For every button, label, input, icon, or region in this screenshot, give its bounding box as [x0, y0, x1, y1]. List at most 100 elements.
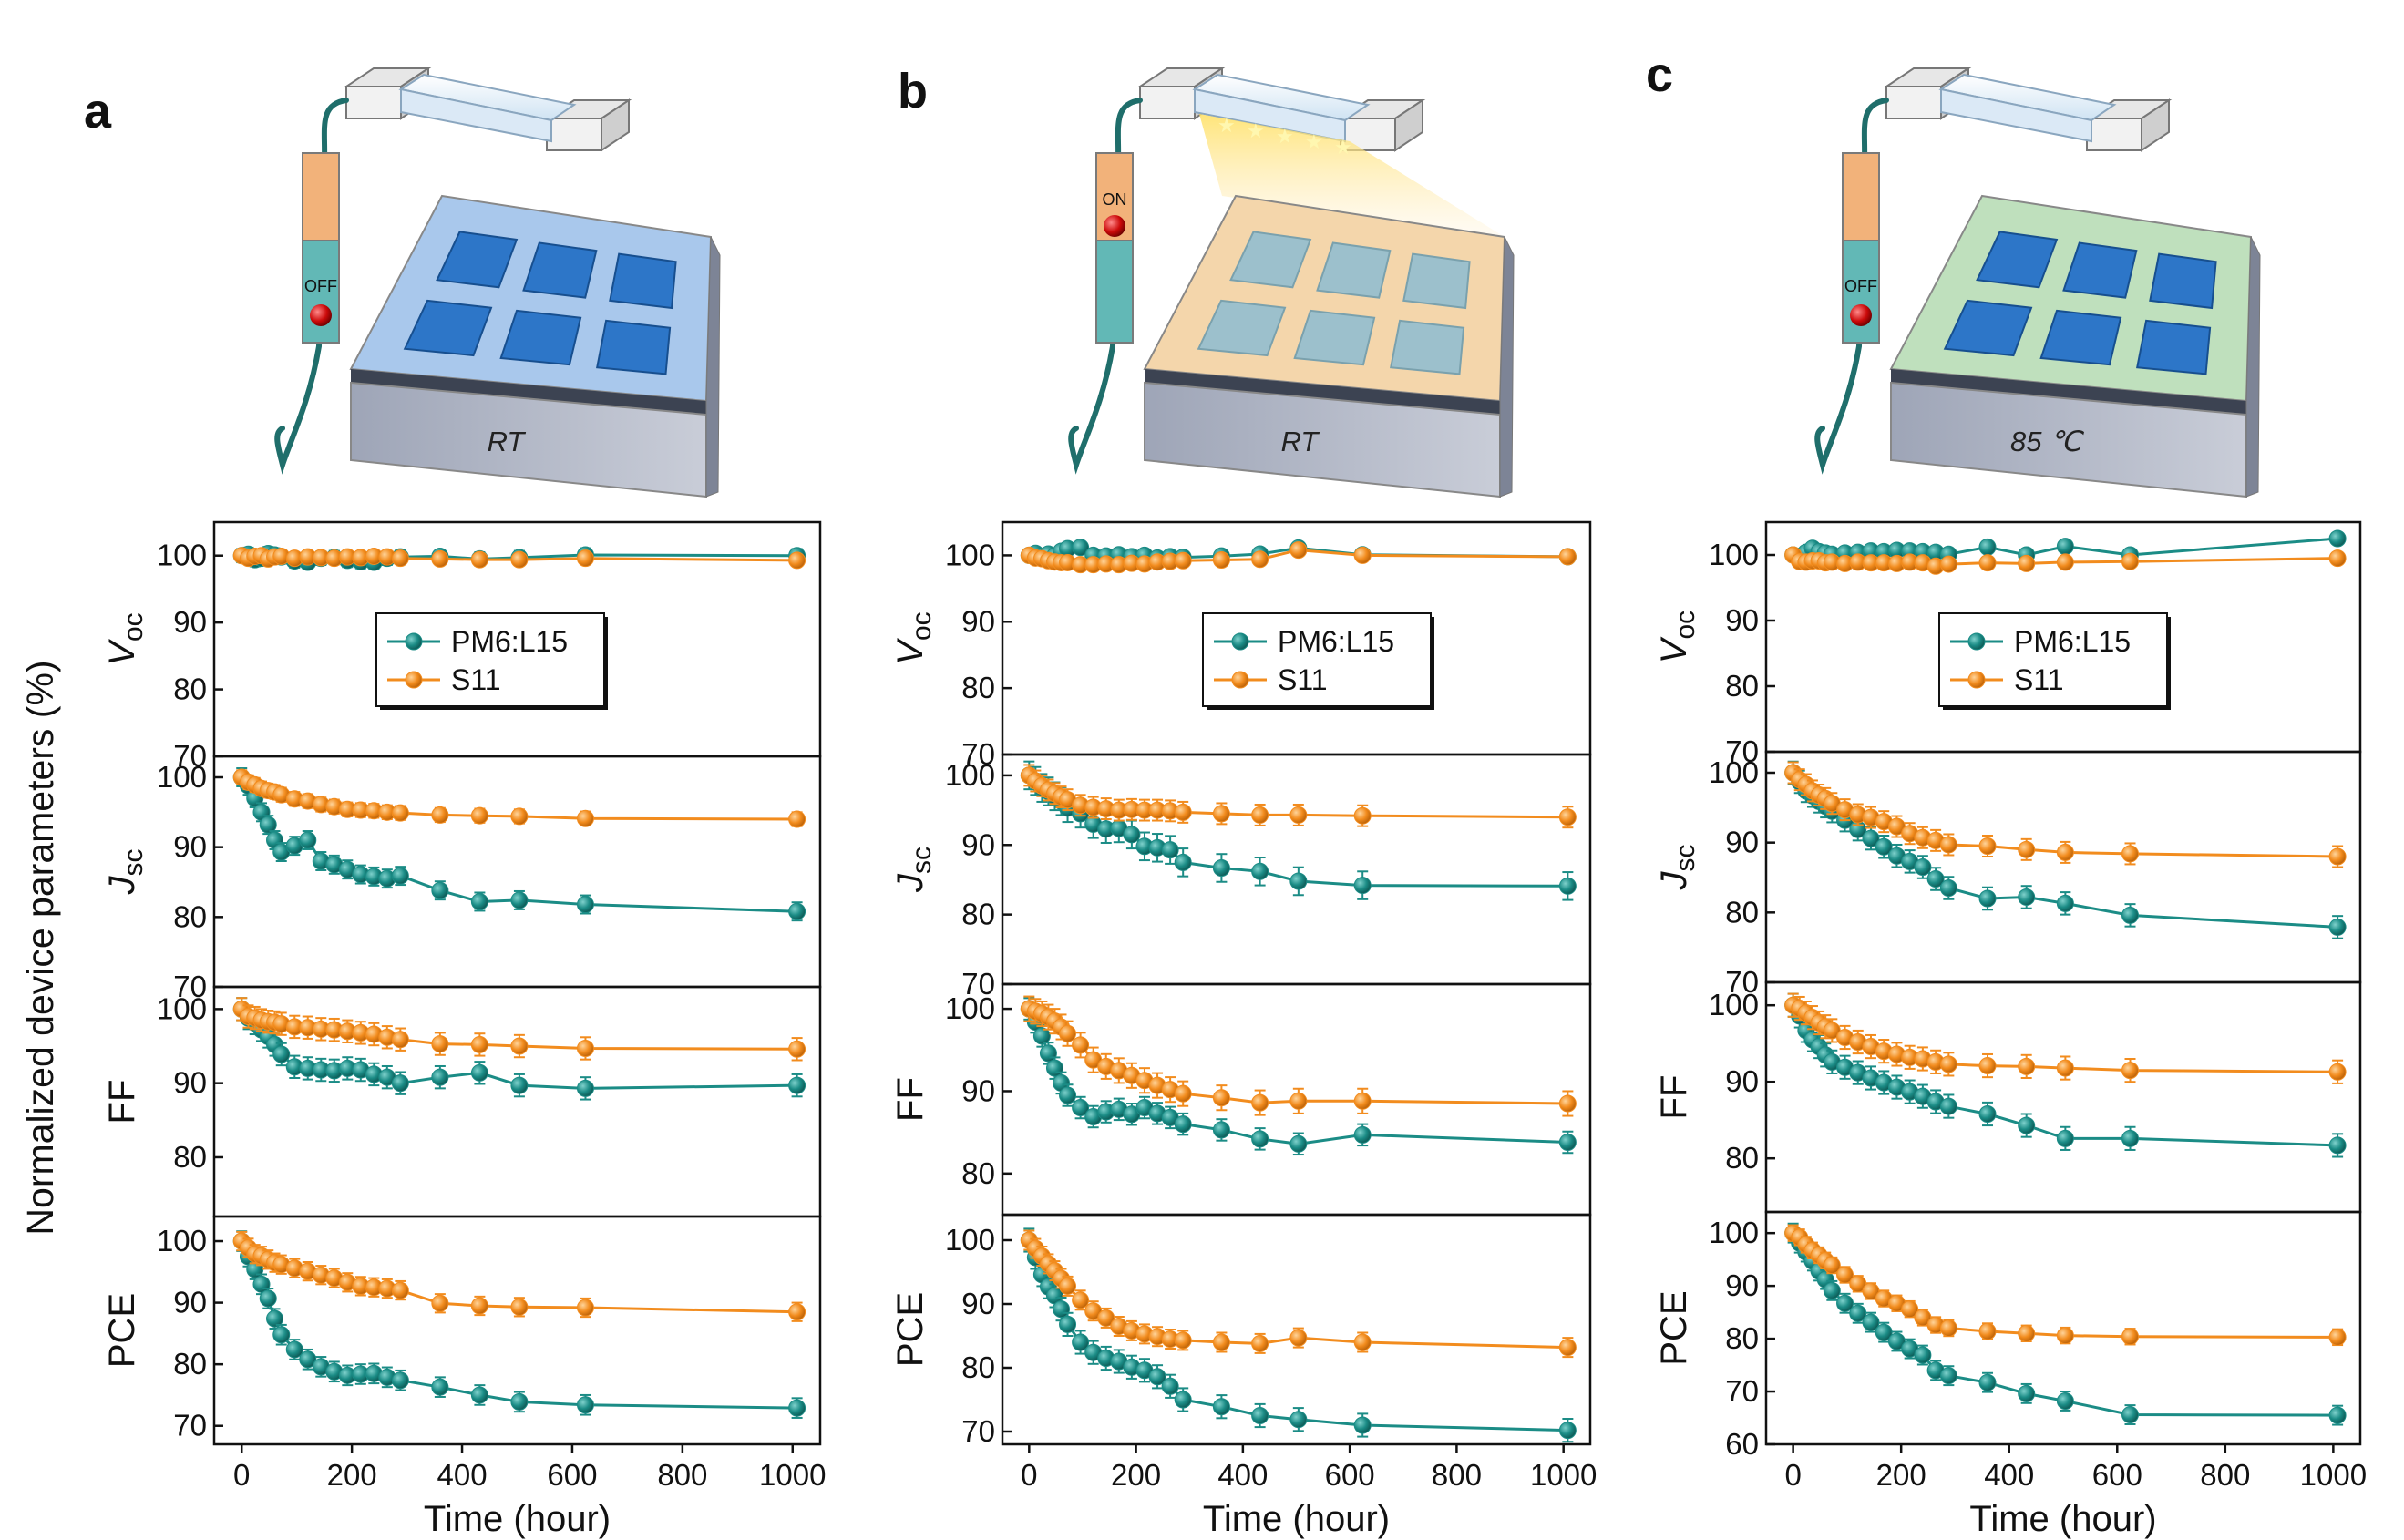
- y-tick-label: 60: [1725, 1427, 1759, 1461]
- data-point: [2121, 906, 2139, 924]
- series-s11: [232, 768, 806, 828]
- data-point: [2328, 1063, 2347, 1081]
- row-axis-label: FF: [890, 1077, 930, 1122]
- data-point: [1072, 539, 1090, 557]
- row-axis-label: FF: [102, 1080, 142, 1124]
- x-tick-label: 800: [2200, 1458, 2250, 1492]
- data-point: [391, 549, 409, 568]
- y-tick-label: 90: [1725, 1064, 1759, 1098]
- data-point: [1353, 877, 1372, 895]
- legend-label: PM6:L15: [451, 625, 568, 658]
- x-tick-label: 200: [1876, 1458, 1926, 1492]
- y-tick-label: 80: [173, 899, 207, 933]
- power-switch: OFF: [302, 152, 340, 344]
- data-point: [1939, 1097, 1957, 1115]
- data-point: [1353, 1125, 1372, 1144]
- data-point: [510, 1076, 529, 1094]
- y-tick-label: 80: [961, 1350, 995, 1384]
- x-tick-label: 600: [1325, 1458, 1375, 1492]
- data-point: [1059, 1277, 1077, 1295]
- data-point: [1289, 806, 1308, 824]
- y-tick-label: 80: [1725, 1141, 1759, 1175]
- data-point: [1289, 1329, 1308, 1347]
- y-tick-label: 100: [1709, 1216, 1759, 1249]
- data-point: [2121, 1129, 2139, 1147]
- light-star-icon: ★: [1247, 120, 1265, 143]
- y-tick-label: 80: [173, 672, 207, 706]
- stage-condition-label: RT: [1281, 426, 1320, 457]
- data-point: [1978, 1373, 1997, 1391]
- data-point: [2056, 1059, 2074, 1077]
- legend-label: S11: [451, 663, 501, 696]
- data-point: [2328, 1136, 2347, 1155]
- solar-cell: [403, 299, 493, 357]
- row-axis-label: PCE: [1654, 1290, 1694, 1365]
- data-point: [431, 1294, 449, 1312]
- data-point: [1289, 1092, 1308, 1110]
- data-point: [1939, 1055, 1957, 1073]
- solar-cell: [1402, 252, 1471, 310]
- data-point: [1251, 550, 1269, 569]
- data-point: [510, 1037, 529, 1055]
- plot-frame: [212, 755, 822, 989]
- y-tick-label: 90: [961, 1073, 995, 1107]
- plot-frame: [1764, 980, 2362, 1214]
- data-point: [1212, 1089, 1230, 1107]
- data-point: [1558, 877, 1577, 895]
- data-point: [431, 1035, 449, 1053]
- x-tick-label: 0: [1021, 1458, 1037, 1492]
- x-tick-label: 200: [1111, 1458, 1161, 1492]
- data-point: [1353, 546, 1372, 564]
- y-tick-label: 70: [961, 737, 995, 771]
- series-s11: [1020, 995, 1577, 1117]
- y-tick-label: 80: [961, 1156, 995, 1190]
- data-point: [470, 806, 488, 825]
- data-point: [1251, 1093, 1269, 1112]
- series-pm6-l15: [1784, 992, 2347, 1158]
- data-point: [2328, 1328, 2347, 1346]
- series-pm6-l15: [232, 997, 806, 1101]
- data-point: [1174, 1391, 1192, 1409]
- data-point: [431, 1378, 449, 1396]
- data-point: [788, 1399, 806, 1417]
- data-point: [1558, 1094, 1577, 1113]
- solar-cell: [1390, 319, 1465, 375]
- data-point: [1978, 837, 1997, 855]
- data-point: [2121, 1406, 2139, 1424]
- x-tick-label: 800: [1432, 1458, 1482, 1492]
- solar-cell: [2039, 309, 2122, 366]
- data-point: [391, 1371, 409, 1390]
- data-point: [2018, 1116, 2036, 1134]
- power-switch: OFF: [1842, 152, 1880, 344]
- y-tick-label: 100: [945, 991, 995, 1025]
- data-point: [1978, 1057, 1997, 1075]
- legend-label: PM6:L15: [2014, 625, 2131, 658]
- y-tick-label: 90: [961, 1287, 995, 1320]
- light-star-icon: ★: [1334, 137, 1352, 159]
- data-point: [1353, 1333, 1372, 1351]
- data-point: [1032, 1027, 1051, 1045]
- data-point: [576, 1396, 594, 1414]
- data-point: [259, 1289, 277, 1308]
- data-point: [576, 549, 594, 568]
- y-tick-label: 70: [173, 970, 207, 1003]
- y-tick-label: 80: [1725, 669, 1759, 703]
- y-tick-label: 90: [173, 605, 207, 639]
- data-point: [576, 1039, 594, 1057]
- data-point: [2018, 1384, 2036, 1402]
- y-tick-label: 100: [1709, 988, 1759, 1022]
- data-point: [788, 810, 806, 828]
- solar-cell: [1293, 309, 1376, 366]
- data-point: [391, 867, 409, 885]
- data-point: [1212, 1121, 1230, 1139]
- data-point: [431, 1068, 449, 1086]
- data-point: [1212, 1333, 1230, 1351]
